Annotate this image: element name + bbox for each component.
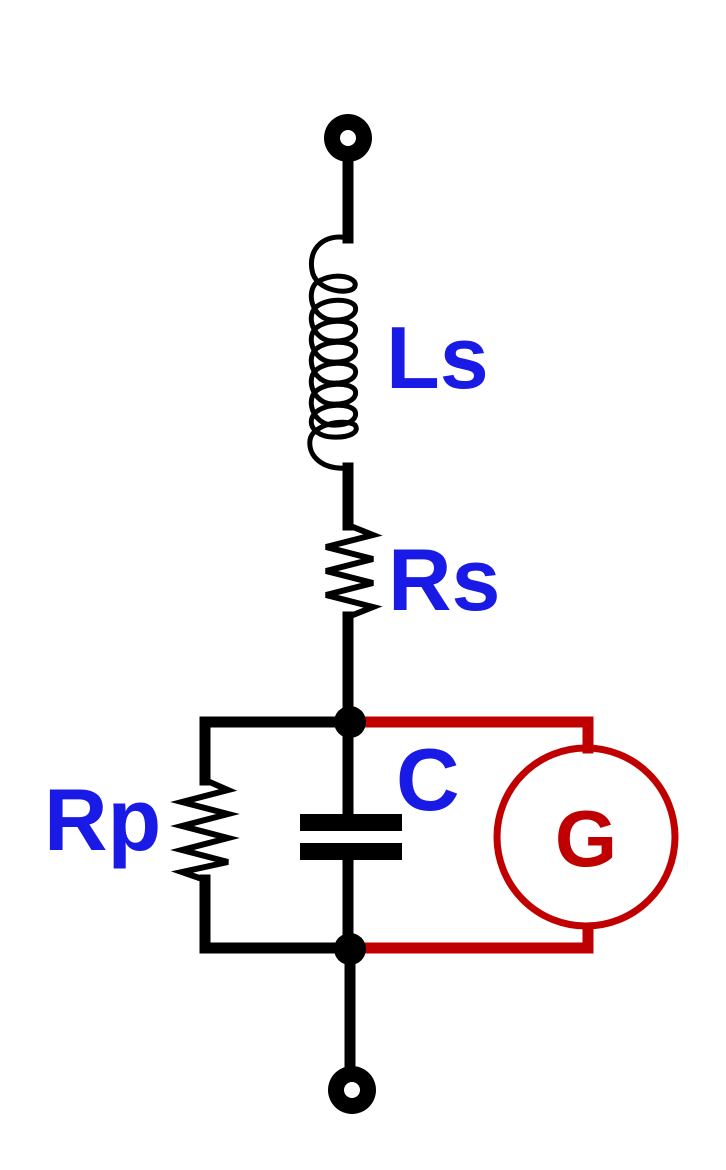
parallel-resistor-rp: [170, 777, 240, 883]
label-c: C: [396, 730, 460, 829]
label-rs: Rs: [388, 530, 501, 629]
label-g: G: [555, 794, 617, 883]
label-rp: Rp: [44, 770, 161, 869]
capacitor-plate-bottom: [300, 843, 402, 860]
label-ls: Ls: [386, 308, 489, 407]
capacitor-plate-top: [300, 814, 402, 831]
wire-left-branch-lower: [199, 874, 354, 954]
bottom-terminal-hole: [344, 1082, 360, 1098]
wire-generator-top: [342, 716, 594, 754]
generator-circle: [493, 744, 679, 930]
top-terminal-hole: [340, 130, 356, 146]
upper-junction-node: [334, 706, 366, 738]
inductor-ls: [307, 234, 359, 471]
wire-generator-bottom: [342, 922, 594, 954]
series-resistor-rs: [325, 522, 383, 620]
wire-left-branch: [199, 716, 354, 786]
